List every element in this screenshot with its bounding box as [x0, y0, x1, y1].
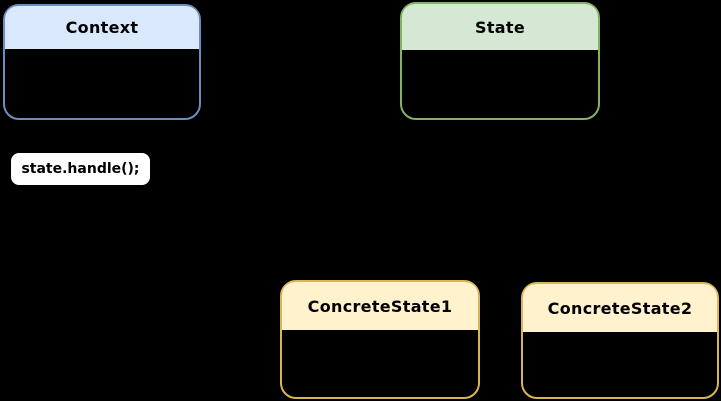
class-header-concrete-state-1: ConcreteState1	[282, 282, 478, 332]
class-title-state: State	[475, 17, 525, 37]
class-box-concrete-state-1: ConcreteState1	[280, 280, 480, 399]
code-note-text: state.handle();	[21, 161, 140, 177]
class-box-state: State	[400, 2, 600, 120]
class-header-state: State	[402, 4, 598, 52]
class-title-concrete-state-1: ConcreteState1	[307, 296, 453, 316]
class-title-context: Context	[65, 18, 139, 37]
class-header-context: Context	[5, 6, 199, 51]
class-box-context: Context	[3, 4, 201, 120]
class-box-concrete-state-2: ConcreteState2	[521, 282, 719, 399]
code-note: state.handle();	[11, 153, 150, 185]
class-title-concrete-state-2: ConcreteState2	[547, 298, 693, 318]
class-header-concrete-state-2: ConcreteState2	[523, 284, 717, 334]
